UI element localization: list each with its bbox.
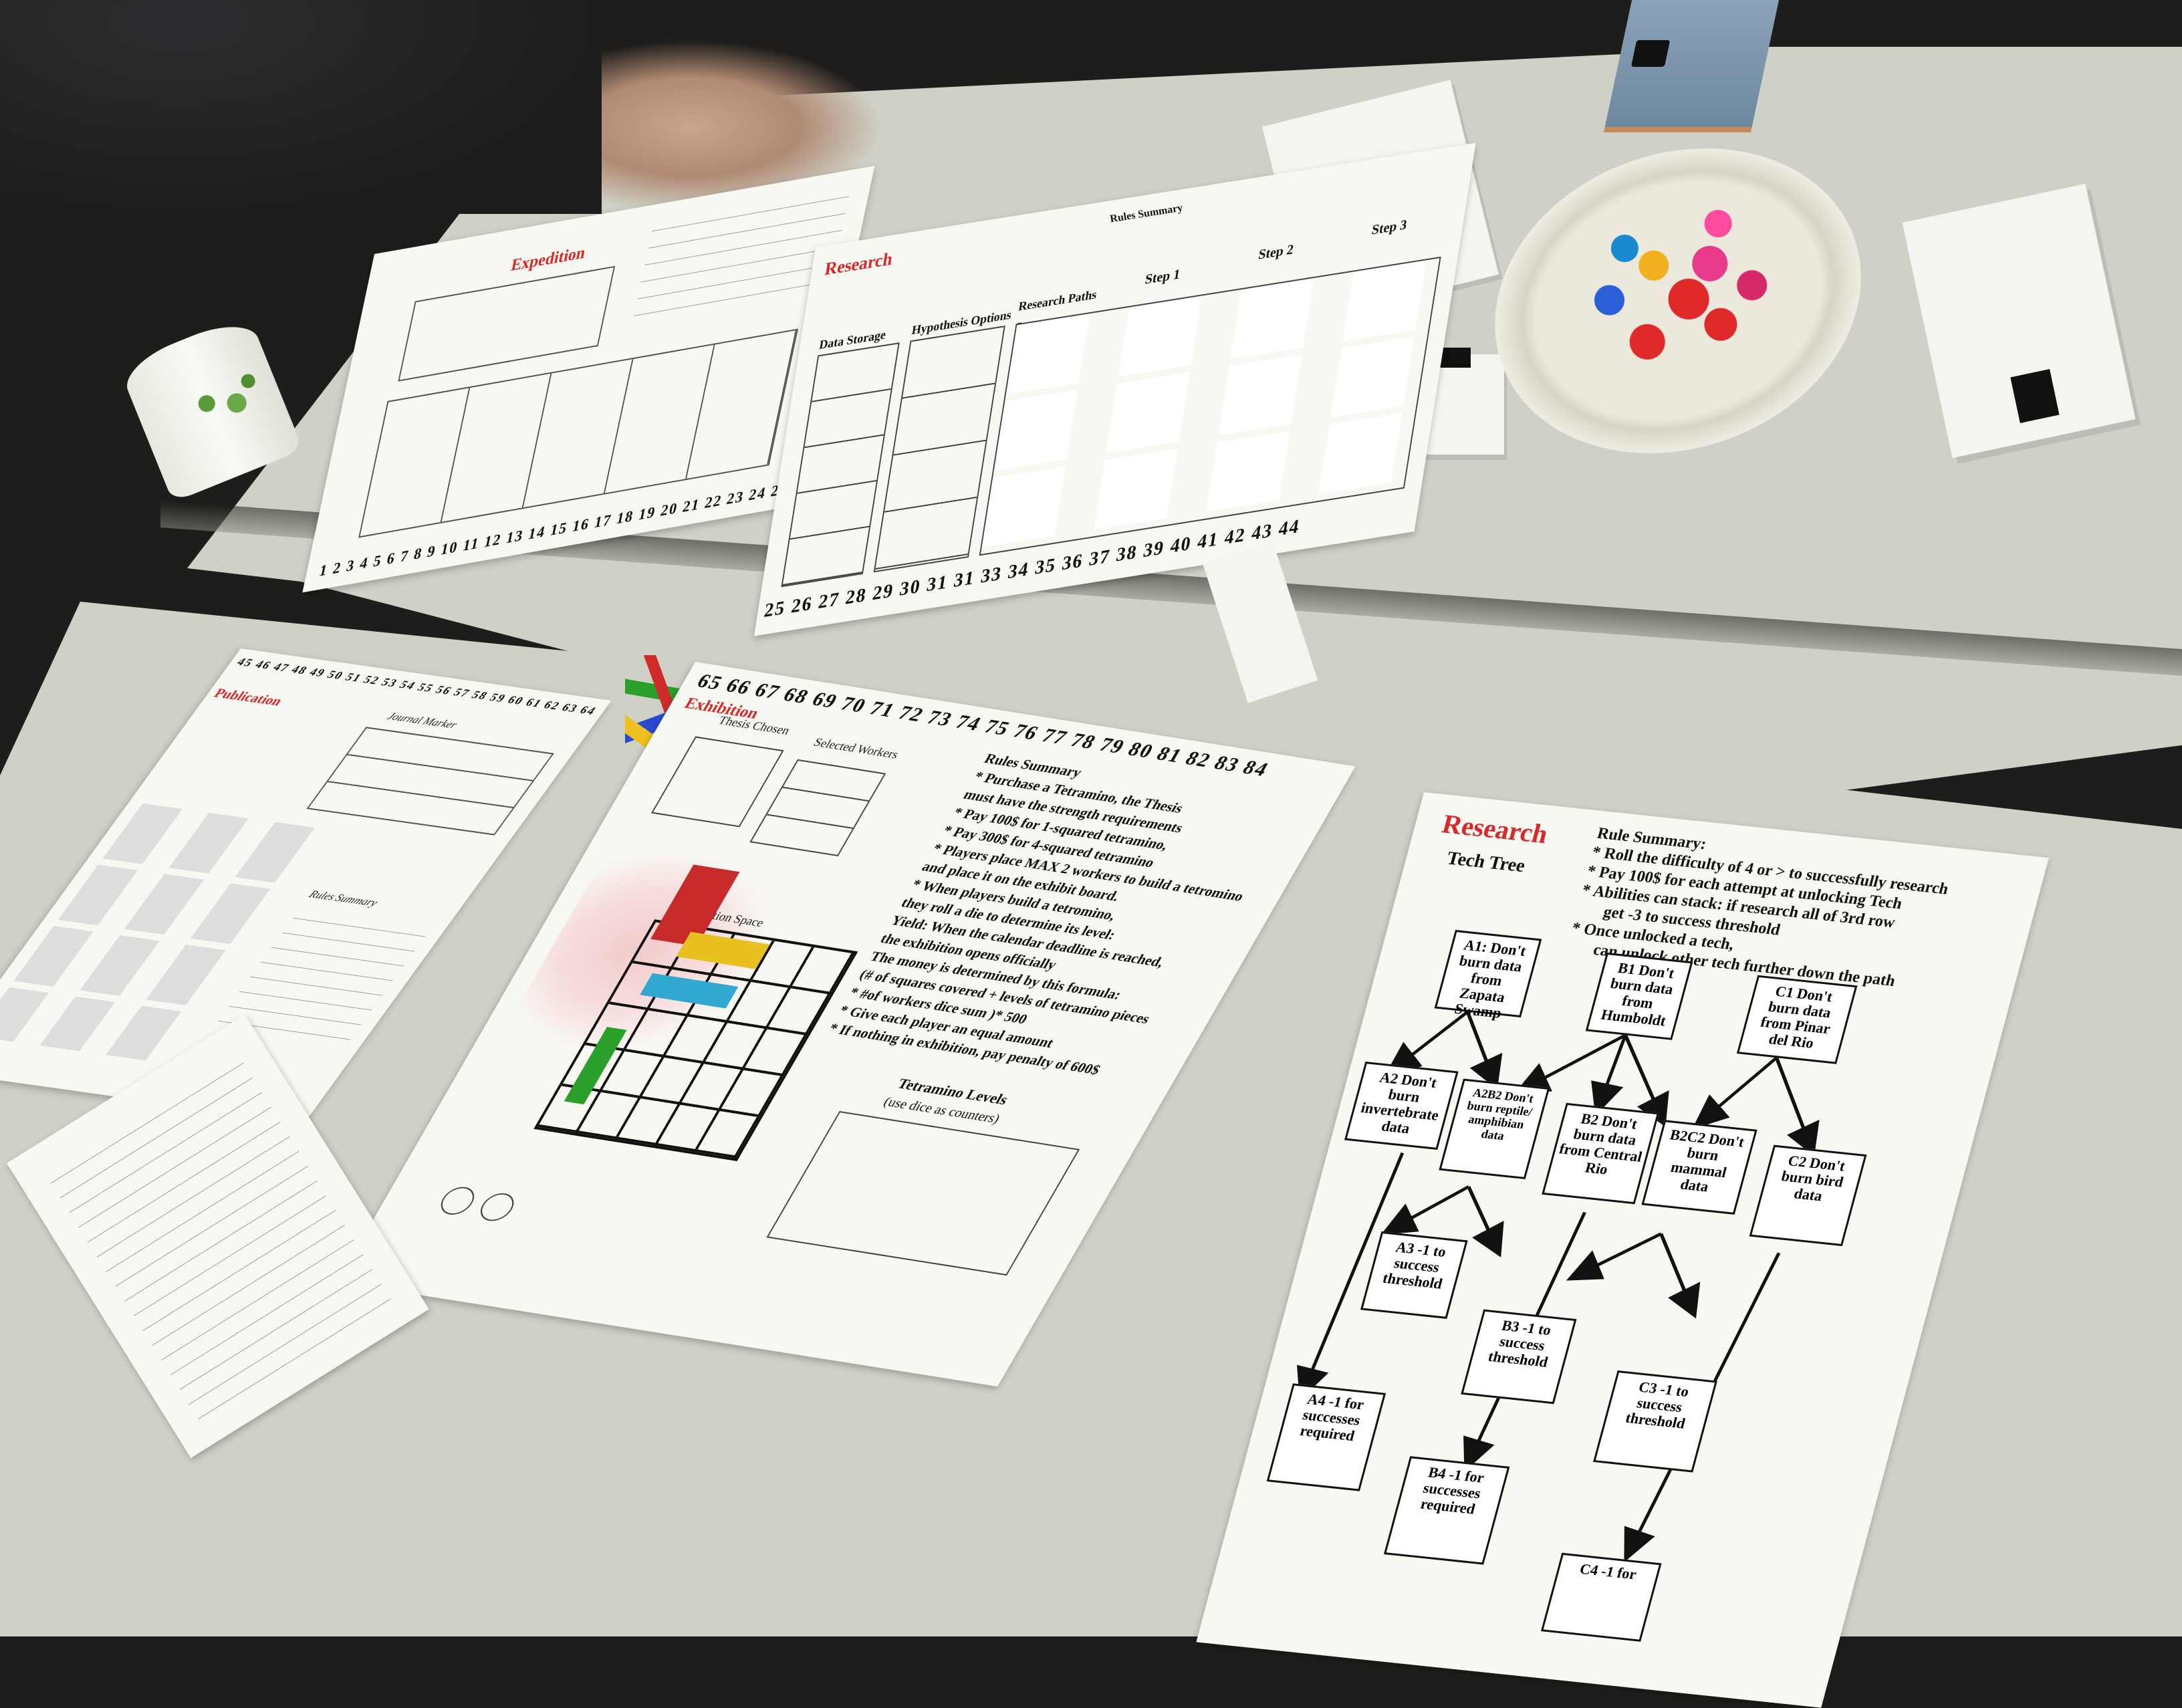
arrow-c1-c2 xyxy=(1775,1057,1820,1156)
step2-label: Step 2 xyxy=(1257,241,1295,263)
thesis-chosen-box xyxy=(650,736,784,828)
arrow-b1-a2b2 xyxy=(1513,1033,1626,1094)
player-sleeve xyxy=(0,0,602,214)
tech-tree-sheet: Research Tech Tree Rule Summary: * Roll … xyxy=(1196,792,2049,1708)
worker-slot-1[interactable] xyxy=(435,1185,480,1217)
journal-marker-label: Journal Marker xyxy=(384,711,460,731)
arrow-b2c2-c3 xyxy=(1566,1232,1662,1281)
publication-rules: Rules Summary xyxy=(306,888,380,909)
tech-node-c4[interactable]: C4 -1 for xyxy=(1540,1552,1662,1642)
dice-pile xyxy=(1545,176,1806,413)
arrow-c1-b2c2 xyxy=(1692,1056,1778,1130)
selected-workers-label: Selected Workers xyxy=(811,735,902,761)
arrow-a2b2-a3b xyxy=(1467,1185,1504,1257)
arrow-a2b2-a3 xyxy=(1380,1185,1469,1235)
worker-slot-2[interactable] xyxy=(475,1191,520,1223)
binder-clip-icon xyxy=(1630,40,1671,67)
arrow-b1-b2 xyxy=(1591,1034,1627,1116)
equipment-grid xyxy=(398,265,616,382)
research-title: Research xyxy=(823,248,894,279)
step3-label: Step 3 xyxy=(1370,217,1409,238)
expedition-title: Expedition xyxy=(509,243,588,275)
arrow-a1-a2b2 xyxy=(1465,1011,1503,1090)
journal-marker-grid xyxy=(306,727,554,836)
arrow-b1-b2c2 xyxy=(1623,1034,1669,1127)
tech-tree-arrows xyxy=(1297,1010,1820,1563)
arrow-a1-a2 xyxy=(1384,1010,1469,1076)
play-money-stack xyxy=(1603,0,1780,132)
tetramino-levels-box xyxy=(766,1111,1080,1276)
step1-label: Step 1 xyxy=(1144,266,1181,287)
binder-clip-icon xyxy=(2010,369,2060,423)
arrow-a2-a4 xyxy=(1297,1152,1405,1401)
arrow-b2c2-c3b xyxy=(1659,1233,1701,1319)
tech-node-c1[interactable]: C1 Don't burn data from Pinar del Rio xyxy=(1736,975,1858,1064)
cup-leaf-pattern xyxy=(172,359,280,444)
publication-title: Publication xyxy=(211,686,285,709)
